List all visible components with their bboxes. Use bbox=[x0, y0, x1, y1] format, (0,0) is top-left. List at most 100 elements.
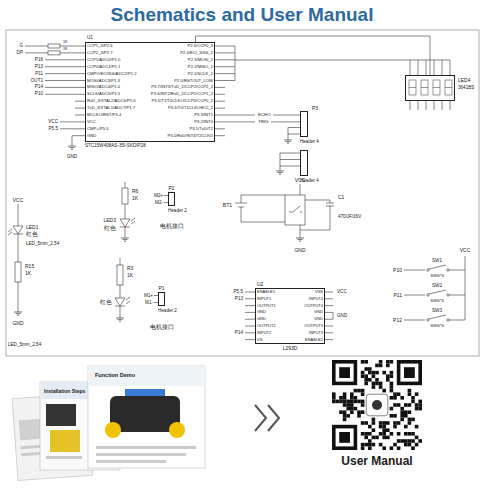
schematic-shape bbox=[408, 392, 412, 396]
schematic-shape bbox=[404, 367, 415, 378]
wire bbox=[45, 80, 85, 81]
schematic-shape bbox=[372, 400, 382, 410]
schematic-shape bbox=[411, 418, 415, 422]
schematic-shape bbox=[361, 392, 365, 396]
schematic-shape bbox=[343, 400, 347, 404]
net-label: GND bbox=[67, 155, 77, 160]
net-label: SW1 bbox=[432, 259, 442, 264]
schematic-shape bbox=[382, 436, 386, 440]
wire bbox=[426, 60, 427, 110]
schematic-shape bbox=[404, 425, 408, 429]
schematic-shape bbox=[400, 364, 418, 382]
wire bbox=[288, 128, 300, 141]
schematic-shape bbox=[427, 319, 429, 321]
schematic-shape bbox=[354, 400, 358, 404]
net-label: VCC bbox=[13, 198, 24, 203]
schematic-shape bbox=[382, 389, 386, 393]
display-digits bbox=[409, 80, 452, 95]
schematic-shape bbox=[390, 432, 394, 436]
schematic-shape bbox=[375, 364, 379, 368]
schematic-shape bbox=[393, 414, 397, 418]
schematic-shape bbox=[390, 396, 394, 400]
schematic-shape bbox=[350, 392, 354, 396]
part-label: Header 2 bbox=[168, 209, 187, 214]
pin-name: P2.4/ECI_3/SS_2 bbox=[180, 51, 213, 55]
schematic-shape bbox=[116, 318, 124, 321]
part-label: P1 bbox=[158, 286, 164, 291]
schematic-shape bbox=[364, 436, 368, 440]
wire bbox=[445, 87, 452, 88]
wire bbox=[325, 326, 333, 327]
net-label: P14 bbox=[35, 85, 43, 90]
net-label: G bbox=[19, 44, 23, 49]
schematic-shape bbox=[330, 358, 424, 452]
switch-symbol bbox=[404, 256, 465, 320]
part-label: P2 bbox=[168, 186, 174, 191]
schematic-shape bbox=[346, 403, 350, 407]
schematic-shape bbox=[364, 378, 368, 382]
manual-pages bbox=[12, 366, 205, 480]
schematic-shape bbox=[379, 425, 383, 429]
schematic-shape bbox=[361, 421, 365, 425]
schematic-shape bbox=[354, 389, 358, 393]
schematic-shape bbox=[397, 392, 401, 396]
schematic-shape bbox=[14, 312, 22, 315]
wire bbox=[215, 115, 300, 116]
schematic-shape bbox=[296, 238, 304, 241]
net-label: GND bbox=[314, 310, 323, 314]
net-label: VCC bbox=[460, 248, 471, 253]
schematic-shape bbox=[368, 378, 372, 382]
wire bbox=[75, 101, 85, 102]
schematic-shape bbox=[375, 378, 379, 382]
schematic-shape bbox=[375, 436, 379, 440]
wire bbox=[434, 60, 435, 110]
schematic-shape bbox=[350, 410, 354, 414]
pin-name: CCP0/ADC1/P1.1 bbox=[87, 65, 120, 69]
schematic-shape bbox=[372, 385, 376, 389]
schematic-shape bbox=[346, 414, 350, 418]
net-label: M2+ bbox=[154, 193, 163, 198]
schematic-shape bbox=[382, 371, 386, 375]
schematic-shape bbox=[415, 425, 419, 429]
pin-name: VCC bbox=[87, 120, 96, 124]
pin-name: P2.3/MOSI_2 bbox=[188, 58, 213, 62]
wire bbox=[215, 108, 225, 109]
part-label: U2 bbox=[257, 282, 263, 287]
net-label: SW6*6 bbox=[430, 324, 444, 328]
schematic-shape bbox=[404, 443, 408, 447]
schematic-shape bbox=[390, 360, 394, 364]
schematic-shape bbox=[393, 392, 397, 396]
schematic-shape bbox=[364, 432, 368, 436]
schematic-shape bbox=[368, 367, 372, 371]
schematic-shape bbox=[343, 410, 347, 414]
wire bbox=[325, 292, 333, 293]
net-label: P16 bbox=[35, 58, 43, 63]
schematic-shape bbox=[346, 400, 350, 404]
manual-text: Installation Steps bbox=[44, 389, 85, 394]
net-label: SW3 bbox=[432, 309, 442, 314]
schematic-shape bbox=[386, 428, 390, 432]
schematic-shape bbox=[393, 421, 397, 425]
schematic-shape bbox=[368, 439, 372, 443]
wire bbox=[215, 52, 235, 53]
schematic-shape bbox=[421, 80, 428, 95]
schematic-shape bbox=[400, 410, 404, 414]
schematic-shape bbox=[390, 382, 394, 386]
wire bbox=[215, 94, 225, 95]
net-label: VSS bbox=[315, 290, 323, 294]
net-label: LED_5mm_2.54 bbox=[8, 343, 41, 348]
net-label: OUTPUT2 bbox=[257, 324, 276, 328]
schematic-shape bbox=[390, 374, 394, 378]
wire bbox=[45, 87, 85, 88]
led-symbol bbox=[8, 204, 23, 312]
schematic-shape bbox=[336, 400, 340, 404]
schematic-shape bbox=[393, 396, 397, 400]
schematic-shape bbox=[368, 371, 372, 375]
schematic-shape bbox=[169, 422, 185, 438]
wire bbox=[418, 60, 419, 110]
manual-text: Function Demo bbox=[95, 373, 135, 379]
schematic-shape bbox=[357, 414, 361, 418]
schematic-frame bbox=[6, 30, 479, 356]
net-label: VS bbox=[257, 338, 262, 342]
